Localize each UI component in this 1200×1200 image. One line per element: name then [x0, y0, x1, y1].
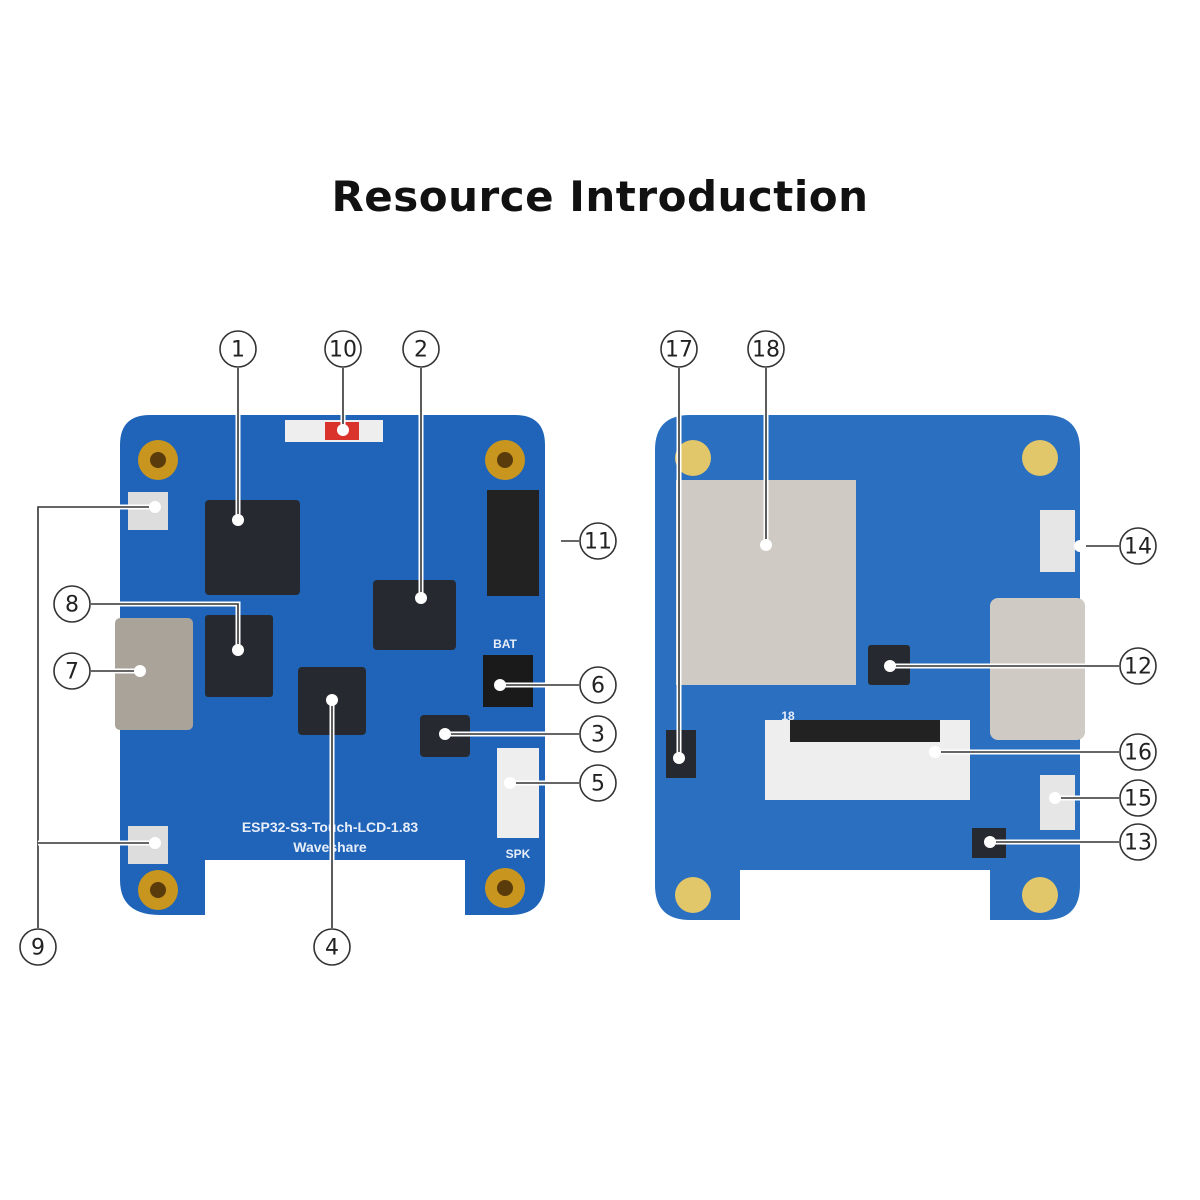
- leader-dot: [1049, 792, 1061, 804]
- callout-circle: [402, 330, 440, 368]
- leader-dot: [549, 535, 561, 547]
- callout-number: 5: [591, 772, 605, 797]
- button-14: [1040, 510, 1075, 572]
- callout-number: 16: [1124, 741, 1152, 766]
- leader-dot: [149, 501, 161, 513]
- callout-circle: [579, 666, 617, 704]
- front-board: ESP32-S3-Touch-LCD-1.83 Waveshare BAT SP…: [115, 415, 545, 915]
- callout-1: 1: [219, 330, 257, 526]
- back-board: 18: [655, 415, 1085, 920]
- leader-dot: [760, 539, 772, 551]
- header-11: [487, 490, 539, 596]
- callout-circle: [1119, 647, 1157, 685]
- callout-circle: [53, 652, 91, 690]
- callout-3: 3: [439, 715, 617, 753]
- callout-number: 13: [1124, 831, 1152, 856]
- callout-number: 8: [65, 593, 79, 618]
- callout-number: 2: [414, 338, 428, 363]
- callout-circle: [219, 330, 257, 368]
- leader-dot: [494, 679, 506, 691]
- callout-number: 9: [31, 936, 45, 961]
- leader-dot: [232, 514, 244, 526]
- callout-14: 14: [1074, 527, 1157, 565]
- callout-circle: [324, 330, 362, 368]
- leader-dot: [149, 837, 161, 849]
- callout-circle: [1119, 779, 1157, 817]
- callout-circle: [579, 715, 617, 753]
- leader-dot: [1074, 540, 1086, 552]
- usb-c-port-7: [115, 618, 193, 730]
- callout-12: 12: [884, 647, 1157, 685]
- callout-11: 11: [549, 522, 617, 560]
- callout-circle: [1119, 733, 1157, 771]
- spk-label: SPK: [506, 847, 531, 861]
- leader-dot: [984, 836, 996, 848]
- leader-dot: [326, 694, 338, 706]
- callout-circle: [19, 928, 57, 966]
- callout-number: 3: [591, 723, 605, 748]
- callout-number: 1: [231, 338, 245, 363]
- spk-connector-5: [497, 748, 539, 838]
- mount-hole: [675, 877, 711, 913]
- leader-dot: [504, 777, 516, 789]
- page-title: Resource Introduction: [331, 172, 869, 221]
- callout-number: 10: [329, 338, 357, 363]
- callout-circle: [53, 585, 91, 623]
- callout-16: 16: [929, 733, 1157, 771]
- leader-dot: [232, 644, 244, 656]
- callout-circle: [313, 928, 351, 966]
- callout-circle: [579, 522, 617, 560]
- callout-number: 7: [65, 660, 79, 685]
- usb-c-port: [990, 598, 1085, 740]
- chip-8: [205, 615, 273, 697]
- mount-hole: [675, 440, 711, 476]
- chip-1: [205, 500, 300, 595]
- callout-circle: [1119, 527, 1157, 565]
- callout-number: 6: [591, 674, 605, 699]
- callout-number: 12: [1124, 655, 1152, 680]
- callout-2: 2: [402, 330, 440, 604]
- leader-dot: [884, 660, 896, 672]
- callout-number: 14: [1124, 535, 1152, 560]
- leader-dot: [337, 424, 349, 436]
- fpc-pin-label: 18: [781, 709, 795, 723]
- callout-number: 17: [665, 338, 693, 363]
- button-9-top: [128, 492, 168, 530]
- leader-line: [91, 603, 239, 650]
- callout-9: 9: [19, 501, 161, 966]
- mount-hole: [1022, 440, 1058, 476]
- callout-circle: [1119, 823, 1157, 861]
- leader-dot: [439, 728, 451, 740]
- callout-5: 5: [504, 764, 617, 802]
- callout-13: 13: [984, 823, 1157, 861]
- callout-8: 8: [53, 585, 244, 656]
- leader-dot: [673, 752, 685, 764]
- callout-6: 6: [494, 666, 617, 704]
- callout-circle: [579, 764, 617, 802]
- callout-number: 15: [1124, 787, 1152, 812]
- callout-number: 18: [752, 338, 780, 363]
- leader-dot: [415, 592, 427, 604]
- callout-4: 4: [313, 694, 351, 966]
- callout-7: 7: [53, 652, 146, 690]
- leader-dot: [929, 746, 941, 758]
- bat-connector-6: [483, 655, 533, 707]
- callout-18: 18: [747, 330, 785, 551]
- mount-hole: [1022, 877, 1058, 913]
- callout-circle: [660, 330, 698, 368]
- chip-2: [373, 580, 456, 650]
- callout-number: 4: [325, 936, 339, 961]
- callout-circle: [747, 330, 785, 368]
- bat-label: BAT: [493, 637, 517, 651]
- callout-10: 10: [324, 330, 362, 436]
- leader-line: [37, 506, 155, 928]
- leader-dot: [134, 665, 146, 677]
- callout-number: 11: [584, 530, 612, 555]
- callout-15: 15: [1049, 779, 1157, 817]
- callout-17: 17: [660, 330, 698, 764]
